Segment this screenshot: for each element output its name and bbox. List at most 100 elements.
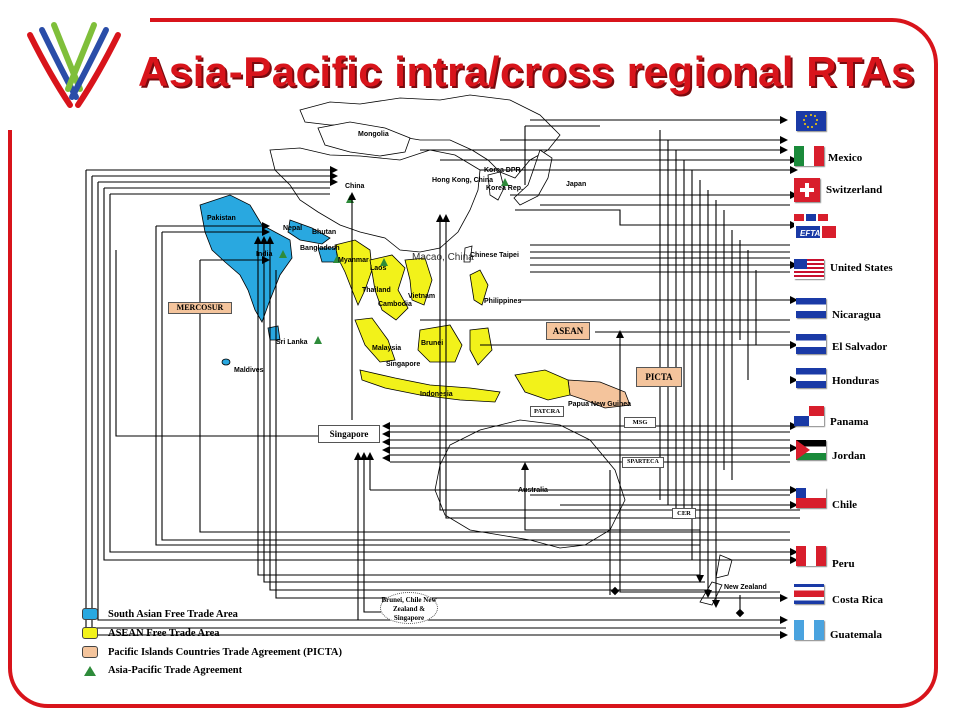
australia-shape [434,419,626,549]
label-macao: Macao, China [412,252,474,263]
apta-marker-laos [380,258,388,266]
label-malaysia: Malaysia [372,345,401,352]
flag-panama-icon [794,406,824,426]
flag-chile-icon [796,488,826,508]
myanmar-shape [334,239,373,307]
label-panama: Panama [830,416,869,428]
maldives-shape [221,358,231,366]
mongolia-shape [317,121,411,157]
papua-shape [514,369,571,401]
label-jordan: Jordan [832,450,866,462]
flag-mexico-icon [794,146,824,166]
flag-switzerland-icon [794,178,820,202]
box-picta: PICTA [636,367,682,387]
safta-layer [199,194,339,366]
connection-lines [85,119,800,636]
label-australia: Australia [518,487,548,494]
label-korea-rep: Korea Rep. [486,185,523,192]
label-pakistan: Pakistan [207,215,236,222]
map-layer [269,94,733,606]
flag-nicaragua-icon [796,298,826,318]
korea-shape [487,171,505,201]
label-switzerland: Switzerland [826,184,883,196]
sulawesi-shape [469,327,493,366]
legend-swatch-picta [82,646,98,658]
label-china: China [345,183,365,190]
label-bangladesh: Bangladesh [300,245,340,252]
label-hongkong: Hong Kong, China [432,177,493,184]
flag-el-salvador-icon [796,334,826,354]
indonesia-shape [359,369,501,403]
apta-marker-india [279,250,287,258]
wto-logo [27,22,121,108]
label-japan: Japan [566,181,586,188]
legend-label-afta: ASEAN Free Trade Area [108,627,220,639]
box-singapore: Singapore [318,425,380,443]
flag-honduras-icon [796,368,826,388]
philippines-shape [469,269,489,306]
label-chile: Chile [832,499,858,511]
legend-label-safta: South Asian Free Trade Area [108,608,238,620]
label-honduras: Honduras [832,375,880,387]
legend-label-picta: Pacific Islands Countries Trade Agreemen… [108,646,342,658]
apta-marker-srilanka [314,336,322,344]
box-patcra: PATCRA [530,406,564,417]
efta-text: EFTA [800,229,821,238]
box-asean: ASEAN [546,322,590,340]
label-cambodia: Cambodia [378,301,412,308]
page-title: Asia-Pacific intra/cross regional RTAs [138,48,915,95]
label-guatemala: Guatemala [830,629,882,641]
label-taipei: Chinese Taipei [470,252,519,259]
box-sparteca: SPARTECA [622,457,664,468]
label-srilanka: Sri Lanka [276,339,308,346]
label-peru: Peru [832,558,855,570]
box-brunei-chile-nz-singapore: Brunei, Chile New Zealand & Singapore [380,592,438,624]
label-maldives: Maldives [234,367,264,374]
malaysia-shape [354,317,396,363]
china-shape [269,147,481,253]
label-india: India [256,251,272,258]
label-korea-dpr: Korea DPR [484,167,521,174]
vietnam-shape [404,257,433,306]
label-costa-rica: Costa Rica [832,594,884,606]
legend-label-apta: Asia-Pacific Trade Agreement [108,665,243,676]
flag-efta-icon: EFTA [794,214,838,240]
flag-guatemala-icon [794,620,824,640]
flag-costa-rica-icon [794,584,824,604]
legend-swatch-afta [82,627,98,639]
label-philippines: Philippines [484,298,521,305]
box-cer: CER [672,508,696,519]
flag-usa-icon [794,259,824,279]
label-mexico: Mexico [828,152,863,164]
legend-apta: Asia-Pacific Trade Agreement [82,665,242,676]
flag-peru-icon [796,546,826,566]
label-el-salvador: El Salvador [832,341,888,353]
box-mercosur: MERCOSUR [168,302,232,314]
label-myanmar: Myanmar [338,257,369,264]
label-png: Papua New Guinea [568,401,631,408]
taipei-shape [463,245,473,263]
thailand-shape [369,254,409,321]
png-shape [567,379,631,409]
label-united-states: United States [830,262,893,274]
label-newzealand: New Zealand [724,584,767,591]
slide-frame [8,18,938,708]
label-brunei: Brunei [421,340,443,347]
apta-marker-korea [501,178,509,186]
japan-shape [513,149,553,206]
label-singapore-map: Singapore [386,361,420,368]
flag-eu-icon [796,111,826,131]
flag-jordan-icon [796,440,826,460]
label-nicaragua: Nicaragua [832,309,881,321]
label-bhutan: Bhutan [312,229,336,236]
label-thailand: Thailand [362,287,391,294]
legend-swatch-safta [82,608,98,620]
nepal-shape [287,219,331,245]
label-vietnam: Vietnam [408,293,435,300]
legend-triangle-icon [84,665,96,676]
apta-marker-bangladesh [333,255,341,263]
label-nepal: Nepal [283,225,302,232]
legend-safta: South Asian Free Trade Area [82,608,238,620]
legend-picta: Pacific Islands Countries Trade Agreemen… [82,646,342,658]
